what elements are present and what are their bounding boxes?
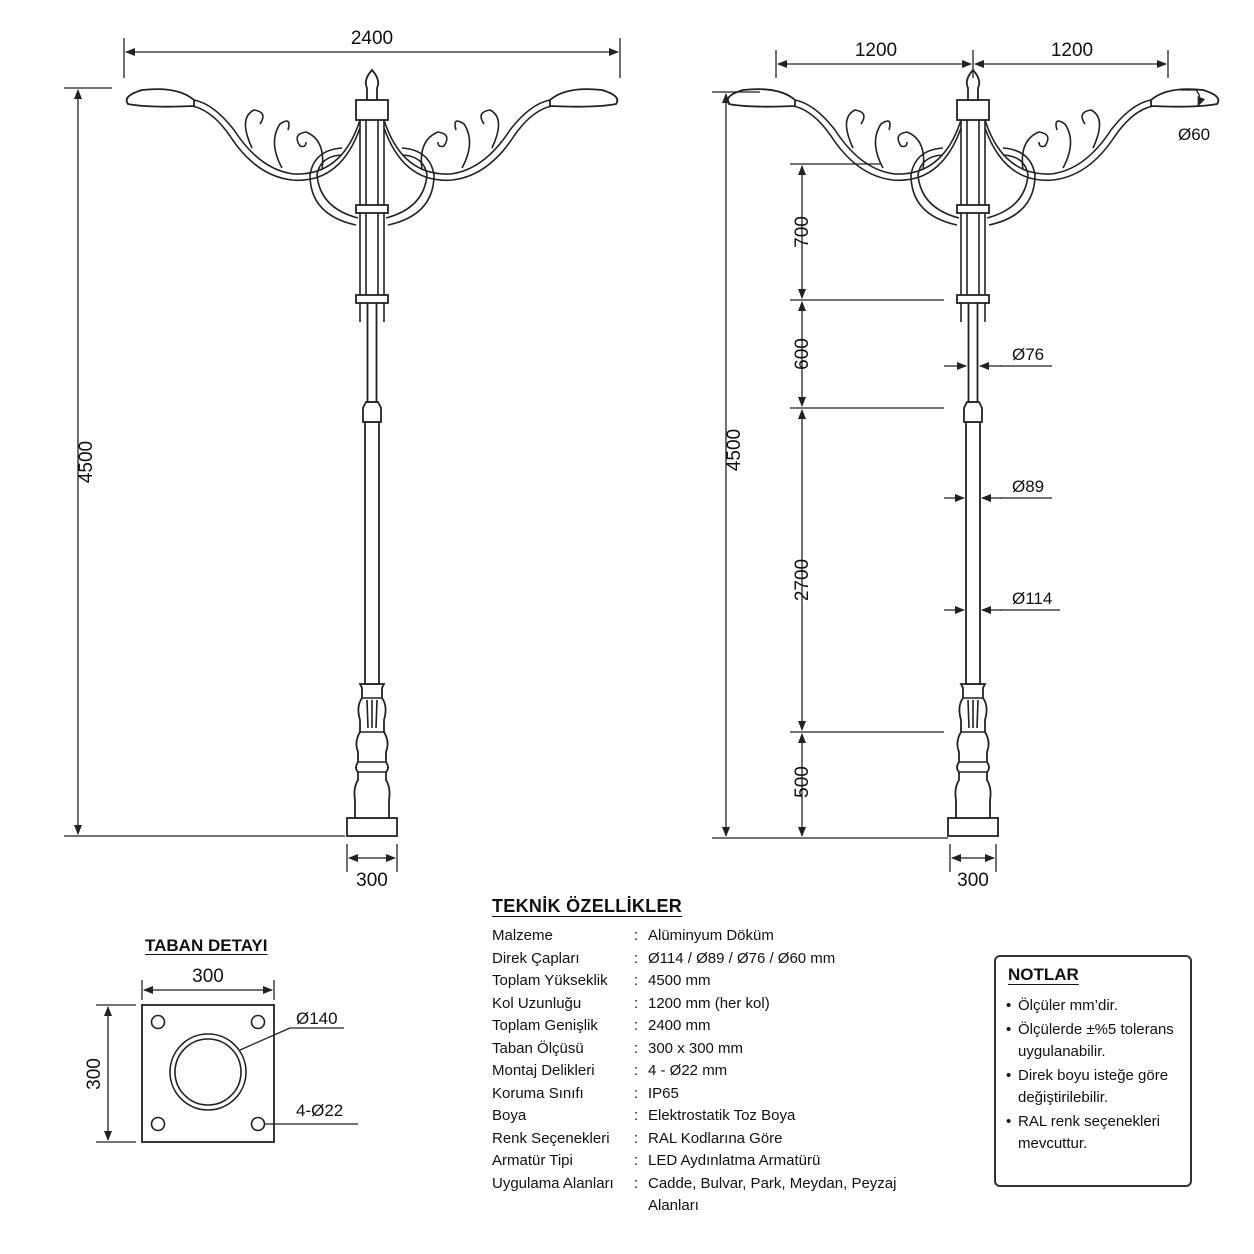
- front-height-dim: 4500: [76, 441, 97, 483]
- segment-dim-1: 700: [792, 216, 813, 248]
- segment-dim-2: 600: [792, 338, 813, 370]
- spec-value: 300 x 300 mm: [648, 1039, 744, 1057]
- side-height-dim: 4500: [724, 429, 745, 471]
- diameter-top: Ø60: [1178, 125, 1210, 144]
- base-detail: 300 300 Ø140 4-Ø22: [84, 966, 358, 1143]
- side-left-arm-dim: 1200: [855, 40, 897, 61]
- diameter-upper: Ø76: [1012, 345, 1044, 364]
- note-item: Ölçüler mm’dir.: [1004, 995, 1182, 1017]
- spec-key: Taban Ölçüsü: [492, 1039, 584, 1057]
- spec-value: RAL Kodlarına Göre: [648, 1129, 783, 1147]
- note-item: RAL renk seçenekleri mevcuttur.: [1004, 1111, 1182, 1155]
- bolt-hole: [150, 1116, 166, 1132]
- spec-separator: :: [634, 972, 639, 989]
- spec-separator: :: [634, 1084, 639, 1102]
- spec-key: Direk Çapları: [492, 949, 580, 967]
- spec-row: Armatür Tipi: LED Aydınlatma Armatürü: [492, 1150, 912, 1173]
- base-bolt-dim: 4-Ø22: [296, 1101, 343, 1120]
- spec-row: Taban Ölçüsü:300 x 300 mm: [492, 1038, 912, 1061]
- spec-key: Toplam Yükseklik: [492, 972, 608, 989]
- front-width-dim: 2400: [351, 28, 393, 49]
- side-view: 1200 1200 Ø60 4500 700 600 2700 500 Ø76 …: [712, 40, 1220, 891]
- spec-value: 4500 mm: [648, 972, 711, 989]
- spec-separator: :: [634, 994, 639, 1012]
- diameter-lower: Ø114: [1012, 589, 1052, 608]
- spec-value: Elektrostatik Toz Boya: [648, 1107, 796, 1124]
- spec-separator: :: [634, 1152, 639, 1169]
- spec-value: 2400 mm: [648, 1017, 711, 1034]
- specs-title: TEKNİK ÖZELLİKLER: [492, 896, 683, 916]
- spec-key: Boya: [492, 1107, 527, 1124]
- notes-title: NOTLAR: [1008, 965, 1079, 984]
- spec-separator: :: [634, 1174, 639, 1192]
- spec-separator: :: [634, 1129, 639, 1147]
- spec-value: Ø114 / Ø89 / Ø76 / Ø60 mm: [648, 949, 836, 967]
- spec-value: Alüminyum Döküm: [648, 927, 774, 944]
- technical-specs: TEKNİK ÖZELLİKLER Malzeme: Alüminyum Dökü…: [492, 896, 912, 1218]
- base-hole-dim: Ø140: [296, 1009, 338, 1028]
- spec-separator: :: [634, 1107, 639, 1124]
- base-height-dim: 300: [84, 1058, 105, 1090]
- spec-row: Toplam Yükseklik:4500 mm: [492, 970, 912, 993]
- front-view: 2400 4500 300: [64, 28, 621, 891]
- spec-row: Renk Seçenekleri: RAL Kodlarına Göre: [492, 1128, 912, 1151]
- spec-row: Uygulama Alanları: Cadde, Bulvar, Park, M…: [492, 1173, 912, 1218]
- spec-key: Montaj Delikleri: [492, 1062, 595, 1079]
- notes-list: Ölçüler mm’dir. Ölçülerde ±%5 tolerans u…: [1004, 995, 1182, 1155]
- spec-value: IP65: [648, 1084, 679, 1102]
- spec-row: Koruma Sınıfı: IP65: [492, 1083, 912, 1106]
- spec-value: Cadde, Bulvar, Park, Meydan, Peyzaj Alan…: [648, 1174, 897, 1215]
- spec-value: 4 - Ø22 mm: [648, 1062, 728, 1079]
- front-base-dim: 300: [356, 870, 388, 891]
- note-item: Direk boyu isteğe göre değiştirilebilir.: [1004, 1065, 1182, 1109]
- spec-row: Montaj Delikleri:4 - Ø22 mm: [492, 1060, 912, 1083]
- notes-box: NOTLAR Ölçüler mm’dir. Ölçülerde ±%5 tol…: [994, 955, 1192, 1187]
- spec-separator: :: [634, 949, 639, 967]
- lamp-post-front: [125, 69, 619, 837]
- diameter-middle: Ø89: [1012, 477, 1044, 496]
- bolt-hole: [250, 1014, 266, 1030]
- note-item: Ölçülerde ±%5 tolerans uygulanabilir.: [1004, 1019, 1182, 1063]
- side-base-dim: 300: [957, 870, 989, 891]
- spec-key: Armatür Tipi: [492, 1152, 573, 1169]
- base-plate: [141, 1004, 275, 1143]
- spec-value: LED Aydınlatma Armatürü: [648, 1152, 821, 1169]
- spec-separator: :: [634, 1017, 639, 1034]
- lamp-post-side: [726, 69, 1220, 837]
- spec-separator: :: [634, 1062, 639, 1079]
- spec-row: Direk Çapları: Ø114 / Ø89 / Ø76 / Ø60 mm: [492, 948, 912, 971]
- segment-dim-4: 500: [792, 766, 813, 798]
- spec-value: 1200 mm (her kol): [648, 994, 770, 1012]
- spec-key: Toplam Genişlik: [492, 1017, 598, 1034]
- spec-row: Toplam Genişlik:2400 mm: [492, 1015, 912, 1038]
- center-hole: [169, 1033, 247, 1111]
- spec-key: Kol Uzunluğu: [492, 994, 582, 1012]
- spec-row: Kol Uzunluğu:1200 mm (her kol): [492, 993, 912, 1016]
- spec-key: Uygulama Alanları: [492, 1174, 614, 1192]
- spec-key: Malzeme: [492, 927, 553, 944]
- spec-row: Malzeme: Alüminyum Döküm: [492, 925, 912, 948]
- spec-row: Boya: Elektrostatik Toz Boya: [492, 1105, 912, 1128]
- spec-key: Renk Seçenekleri: [492, 1129, 610, 1147]
- side-right-arm-dim: 1200: [1051, 40, 1093, 61]
- base-width-dim: 300: [192, 966, 224, 987]
- spec-separator: :: [634, 927, 639, 944]
- segment-dim-3: 2700: [792, 559, 813, 601]
- spec-key: Koruma Sınıfı: [492, 1084, 584, 1102]
- spec-separator: :: [634, 1039, 639, 1057]
- bolt-hole: [150, 1014, 166, 1030]
- base-detail-title: TABAN DETAYI: [145, 936, 268, 955]
